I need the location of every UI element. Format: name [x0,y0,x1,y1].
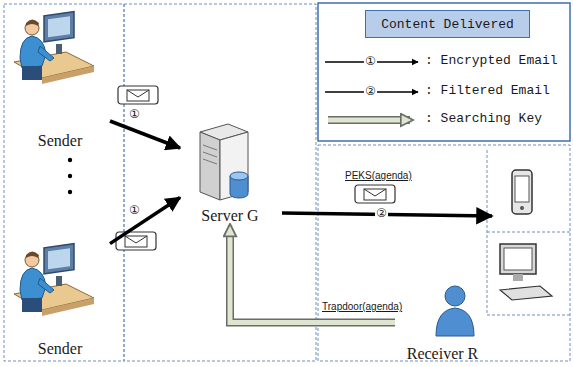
node-label: Sender [38,340,82,358]
sender-icon [14,244,94,316]
node-label: Server G [201,207,258,225]
legend-text: : Encrypted Email [425,53,558,68]
email-arrow [110,121,180,148]
phone-icon [512,170,532,214]
legend-text: : Searching Key [425,111,542,126]
callout-number: ② [364,85,377,97]
region-outline [4,4,570,361]
edge-label: ① [128,204,141,216]
sender-box: Sender [10,5,110,150]
edge-label: ① [128,108,141,120]
callout-number: ① [364,55,377,67]
node-label: Content Delivered [381,17,514,32]
legend-frame [318,3,570,141]
node-label: Receiver R [407,345,479,363]
server-icon [200,124,248,200]
computer-icon [500,244,552,300]
edge-label: Trapdoor(agenda) [322,301,402,312]
email-arrow [110,198,180,244]
envelope-icon [118,86,158,104]
server-box: Server G [180,115,280,225]
sender-icon [14,12,94,84]
receiver-icon [436,286,474,336]
node-label: Sender [38,132,82,150]
legend-text: : Filtered Email [425,83,550,98]
message-label: PEKS(agenda) [345,170,412,181]
envelope-icon [355,185,395,203]
legend-sample [328,120,412,121]
ellipsis-dots [68,158,72,194]
legend-heading-box: Content Delivered [365,10,530,38]
legend-line [328,118,412,123]
callout-number: ② [375,207,388,219]
sender-box: Sender [10,228,110,358]
receiver-box: Receiver R [395,275,490,363]
